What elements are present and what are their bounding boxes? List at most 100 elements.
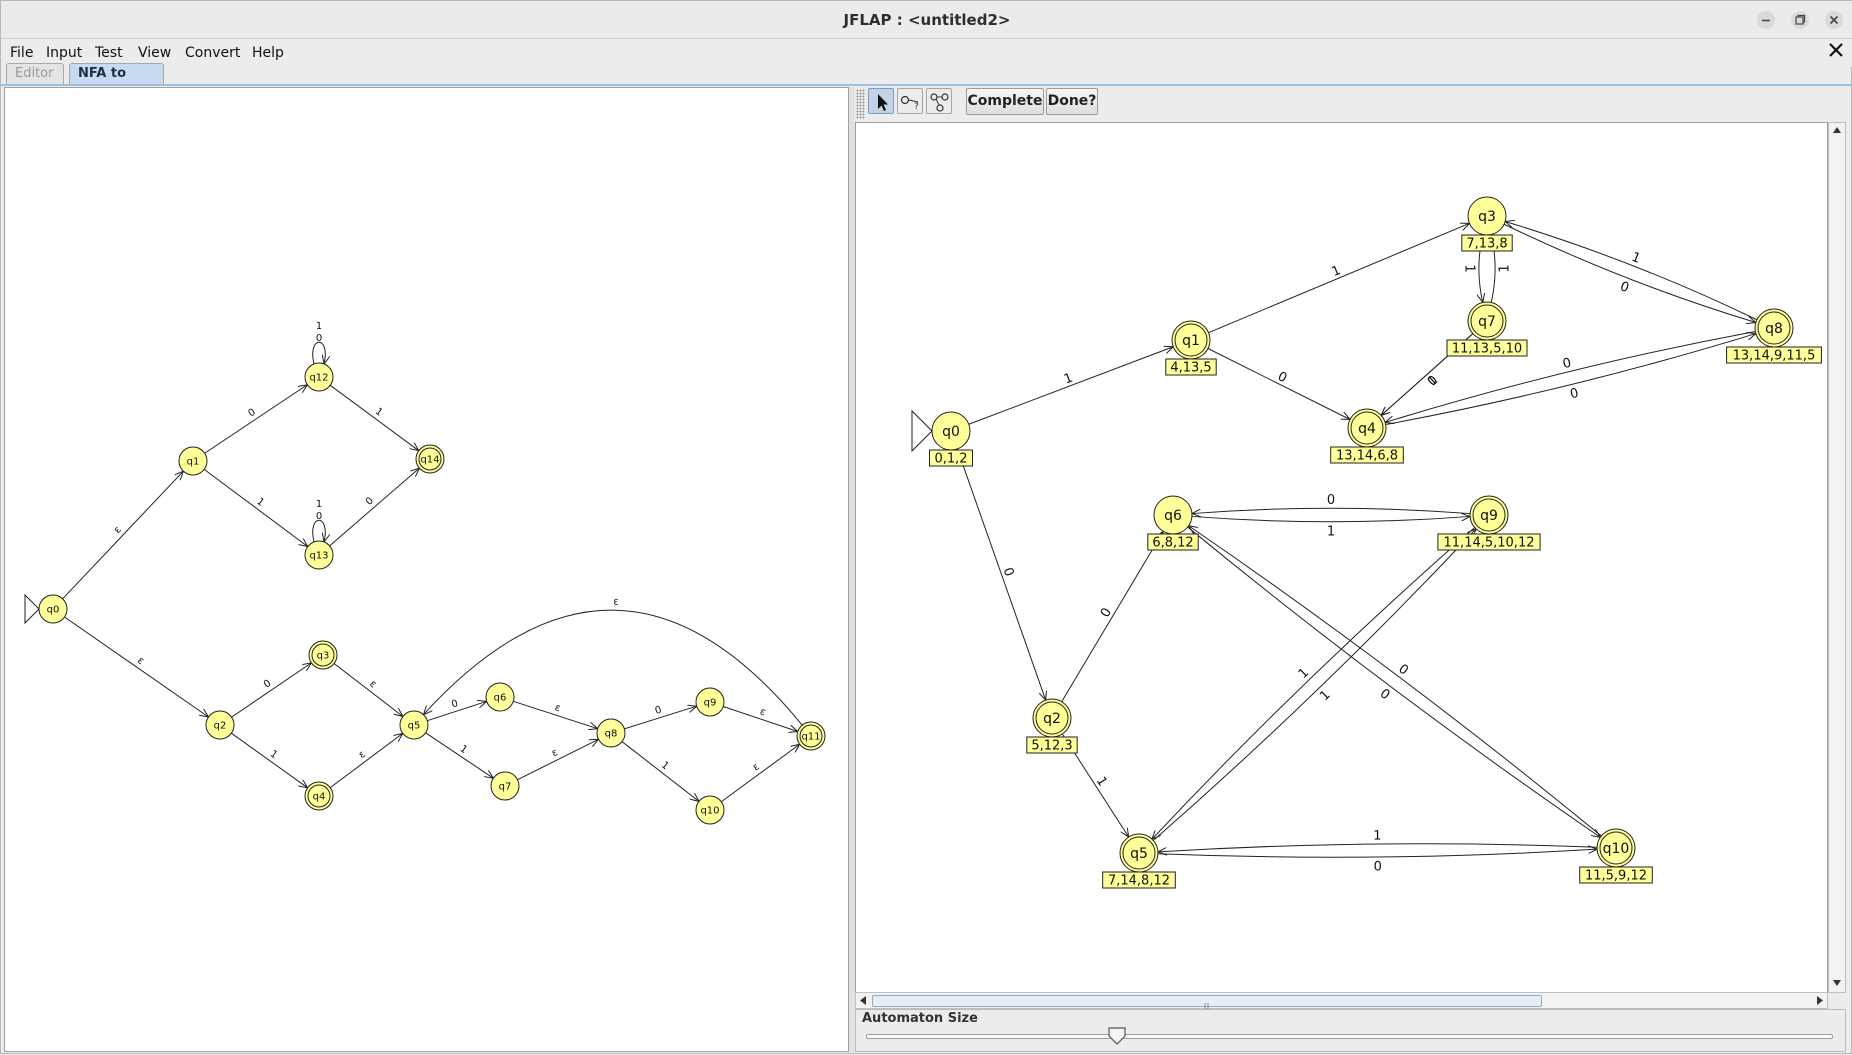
- transition-q7-q8[interactable]: ε: [517, 739, 599, 781]
- state-q5[interactable]: q57,14,8,12: [1102, 833, 1176, 889]
- state-q9[interactable]: q9: [695, 687, 725, 717]
- state-label: q8: [1765, 321, 1783, 337]
- state-set-label: 11,13,5,10: [1452, 342, 1522, 357]
- window-title: JFLAP : <untitled2>: [843, 11, 1011, 29]
- menu-convert[interactable]: Convert: [185, 45, 241, 61]
- menu-input[interactable]: Input: [46, 45, 83, 61]
- scroll-right-arrow-icon[interactable]: [1817, 996, 1823, 1005]
- state-q2[interactable]: q25,12,3: [1026, 698, 1078, 754]
- state-label: q10: [1603, 841, 1630, 857]
- state-q12[interactable]: q12: [304, 362, 334, 392]
- transition-q1-q12[interactable]: 0: [204, 385, 308, 454]
- transition-q4-q5[interactable]: ε: [329, 733, 403, 789]
- transition-q8-q10[interactable]: 1: [621, 741, 699, 802]
- transition-q10-q6[interactable]: 0: [1189, 526, 1602, 837]
- state-q3[interactable]: q37,13,8: [1461, 196, 1513, 252]
- tab-editor[interactable]: Editor: [6, 63, 64, 84]
- transition-q1-q3[interactable]: 1: [1208, 223, 1470, 334]
- transition-q10-q5[interactable]: 1: [1158, 829, 1598, 852]
- transition-q0-q2[interactable]: 0: [956, 448, 1045, 700]
- automaton-size-slider[interactable]: [866, 1034, 1833, 1039]
- transition-q2-q3[interactable]: 0: [231, 663, 312, 718]
- transition-expander-tool[interactable]: [926, 88, 952, 114]
- state-q11[interactable]: q11: [796, 721, 826, 751]
- transition-q11-q5[interactable]: ε: [423, 597, 803, 726]
- scroll-left-arrow-icon[interactable]: [860, 996, 866, 1005]
- transition-q5-q9[interactable]: 1: [1152, 529, 1476, 841]
- close-tab-button[interactable]: [1825, 39, 1847, 61]
- attribute-editor-tool[interactable]: [868, 88, 894, 114]
- dfa-toolbar: ? Complete Done?: [867, 87, 1852, 121]
- state-expander-tool[interactable]: ?: [897, 88, 923, 114]
- state-q3[interactable]: q3: [308, 640, 338, 670]
- slider-thumb[interactable]: [1107, 1026, 1127, 1050]
- done-button[interactable]: Done?: [1046, 88, 1098, 115]
- transition-q6-q9[interactable]: 1: [1191, 516, 1470, 539]
- transition-q9-q11[interactable]: ε: [723, 705, 797, 731]
- state-q5[interactable]: q5: [399, 710, 429, 740]
- transition-q9-q5[interactable]: 1: [1152, 527, 1476, 840]
- transition-q5-q6[interactable]: 0: [427, 698, 486, 722]
- hscroll-thumb[interactable]: [872, 995, 1542, 1009]
- menu-test[interactable]: Test: [95, 45, 123, 61]
- transition-q8-q4[interactable]: 0: [1385, 330, 1756, 422]
- state-q10[interactable]: q10: [695, 795, 725, 825]
- state-q0[interactable]: q00,1,2: [911, 409, 973, 467]
- toolbar-grip[interactable]: [856, 89, 865, 119]
- split-pane-divider[interactable]: [849, 87, 855, 1052]
- vertical-scrollbar[interactable]: [1828, 122, 1846, 993]
- minimize-button[interactable]: [1757, 11, 1775, 29]
- state-q6[interactable]: q66,8,12: [1147, 495, 1199, 551]
- state-q7[interactable]: q7: [490, 771, 520, 801]
- scroll-up-arrow-icon[interactable]: [1833, 127, 1841, 133]
- transition-q13-q13[interactable]: 10: [312, 499, 326, 542]
- transition-q9-q6[interactable]: 0: [1192, 493, 1471, 514]
- transition-q10-q11[interactable]: ε: [720, 744, 799, 803]
- menu-file[interactable]: File: [10, 45, 34, 61]
- transition-q0-q1[interactable]: ε: [62, 471, 184, 600]
- tab-nfa-to-dfa[interactable]: NFA to DFA: [69, 63, 164, 101]
- transition-q3-q5[interactable]: ε: [333, 663, 403, 717]
- transition-q6-q8[interactable]: ε: [513, 700, 597, 728]
- horizontal-scrollbar[interactable]: [855, 992, 1828, 1009]
- transition-q8-q9[interactable]: 0: [624, 705, 696, 730]
- complete-button[interactable]: Complete: [966, 88, 1044, 115]
- transition-q6-q10[interactable]: 0: [1187, 526, 1601, 837]
- state-q0[interactable]: q0: [24, 593, 68, 625]
- state-q1[interactable]: q1: [178, 446, 208, 476]
- state-q6[interactable]: q6: [485, 682, 515, 712]
- transition-q5-q7[interactable]: 1: [425, 732, 494, 778]
- menu-help[interactable]: Help: [252, 45, 284, 61]
- state-q4[interactable]: q4: [304, 781, 334, 811]
- transition-q5-q10[interactable]: 0: [1157, 849, 1597, 875]
- transition-q1-q13[interactable]: 1: [203, 468, 308, 546]
- transition-q2-q4[interactable]: 1: [231, 732, 307, 788]
- transition-q0-q2[interactable]: ε: [64, 616, 208, 717]
- transition-q12-q14[interactable]: 1: [329, 384, 418, 450]
- transition-q12-q12[interactable]: 10: [312, 321, 326, 364]
- transition-q13-q14[interactable]: 0: [329, 468, 420, 547]
- transition-q2-q6[interactable]: 0: [1061, 531, 1164, 702]
- state-q13[interactable]: q13: [304, 540, 334, 570]
- transition-q0-q1[interactable]: 1: [968, 347, 1173, 425]
- transition-q3-q8[interactable]: 0: [1503, 223, 1756, 322]
- state-q8[interactable]: q8: [596, 718, 626, 748]
- state-q1[interactable]: q14,13,5: [1165, 320, 1217, 376]
- state-q14[interactable]: q14: [415, 444, 445, 474]
- transition-q4-q8[interactable]: 0: [1385, 334, 1756, 426]
- maximize-button[interactable]: [1791, 11, 1809, 29]
- close-window-button[interactable]: [1825, 11, 1843, 29]
- transition-q8-q3[interactable]: 1: [1505, 222, 1758, 321]
- state-q2[interactable]: q2: [205, 710, 235, 740]
- transition-q1-q4[interactable]: 0: [1207, 348, 1350, 419]
- scroll-down-arrow-icon[interactable]: [1833, 980, 1841, 986]
- menu-view[interactable]: View: [138, 45, 172, 61]
